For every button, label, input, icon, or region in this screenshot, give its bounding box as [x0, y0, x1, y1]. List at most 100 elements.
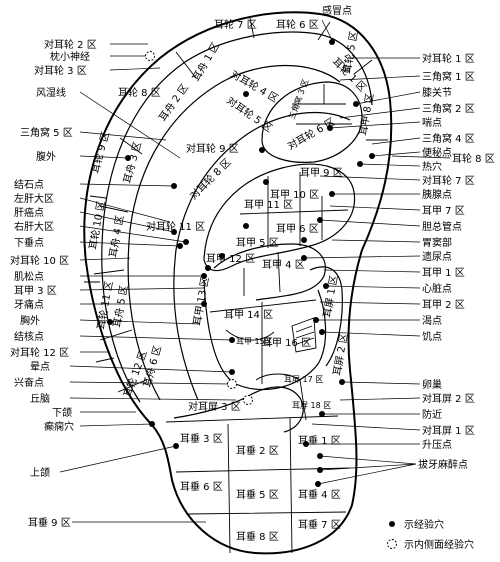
region-lobe6: 耳垂 6 区	[180, 481, 223, 493]
region-concha12: 耳甲 12 区	[206, 253, 255, 265]
label-shanghe: 上颌	[30, 466, 50, 479]
point-concha-d	[219, 253, 225, 259]
region-helix6: 耳轮 6 区	[276, 18, 319, 31]
point-yatong	[201, 301, 207, 307]
point-yiniao	[301, 255, 307, 261]
label-weidoubu: 胃窦部	[422, 236, 452, 249]
point-xiongwai	[107, 319, 113, 325]
point-baya-1	[317, 453, 323, 459]
label-kedian: 渴点	[422, 315, 442, 327]
point-ganmao	[329, 39, 335, 45]
point-concha-c	[243, 223, 249, 229]
label-chuandian: 喘点	[422, 116, 442, 129]
label-sanjiaowo5: 三角窝 5 区	[20, 126, 73, 139]
right-labels: 感冒点 对耳轮 1 区 三角窝 1 区 膝关节 三角窝 2 区 喘点 三角窝 4…	[322, 4, 495, 471]
point-danzongguan	[317, 217, 323, 223]
region-concha8: 耳甲 8 区	[357, 92, 376, 136]
region-concha11: 耳甲 11 区	[244, 199, 293, 211]
label-duierping1: 对耳屏 1 区	[422, 424, 475, 437]
region-scapha2: 耳舟 2 区	[156, 81, 191, 123]
point-fengshi	[243, 91, 249, 97]
point-kedian	[313, 317, 319, 323]
point-jieshi	[171, 183, 177, 189]
region-concha10: 耳甲 10 区	[270, 189, 319, 201]
label-jisongdian: 肌松点	[14, 270, 44, 283]
legend-open-dot	[387, 539, 397, 549]
region-concha4: 耳甲 4 区	[262, 259, 305, 271]
label-fangjin: 防近	[422, 408, 442, 421]
point-yixian	[329, 191, 335, 197]
region-helix7: 耳轮 7 区	[214, 18, 257, 31]
label-erjia1: 耳甲 1 区	[422, 267, 465, 279]
point-rexue	[357, 161, 363, 167]
point-shange	[173, 443, 179, 449]
point-qiunao	[227, 379, 237, 389]
legend-solid-label: 示经验穴	[404, 518, 444, 531]
point-weidou	[301, 237, 307, 243]
point-zhenxiaoshenjing	[145, 51, 155, 61]
region-lobe4: 耳垂 4 区	[298, 489, 341, 501]
label-bianmidian: 便秘点	[422, 146, 452, 159]
label-yixiandian: 胰腺点	[422, 188, 452, 201]
point-fuwai	[125, 155, 131, 161]
label-duierlun12: 对耳轮 12 区	[10, 346, 69, 359]
label-duierlun1: 对耳轮 1 区	[422, 52, 475, 65]
region-scapha1: 耳舟 1 区	[189, 40, 222, 84]
point-chuandian	[327, 125, 333, 131]
label-xiachuidian: 下垂点	[14, 237, 44, 249]
region-concha13: 耳甲 13 区	[191, 276, 211, 326]
left-labels: 对耳轮 2 区 枕小神经 对耳轮 3 区 风湿线 三角窝 5 区 腹外 结石点 …	[10, 38, 97, 529]
point-xiachui	[177, 243, 183, 249]
label-sanjiaowo2: 三角窝 2 区	[422, 102, 475, 115]
region-concha16: 耳甲 16 区	[262, 337, 311, 349]
region-helix9: 耳轮 9 区	[88, 130, 112, 175]
legend-solid-dot	[389, 521, 395, 527]
label-fuwai: 腹外	[36, 150, 56, 163]
region-lobe8: 耳垂 8 区	[236, 531, 279, 543]
point-fangjin	[319, 411, 325, 417]
label-zhenxiaoshenjing: 枕小神经	[50, 50, 90, 63]
label-xingfendian: 兴奋点	[14, 376, 44, 389]
region-tragus1: 耳屏 1 区	[321, 274, 340, 318]
region-tragus2: 耳屏 2 区	[331, 332, 350, 376]
region-lobe3: 耳垂 3 区	[180, 433, 223, 445]
acupoint-markers	[107, 39, 375, 487]
point-heart-right	[205, 265, 211, 271]
region-lobe1: 耳垂 1 区	[298, 435, 341, 447]
label-duierlun10: 对耳轮 10 区	[10, 254, 69, 267]
label-jidian: 饥点	[422, 330, 442, 343]
point-baya-3	[315, 481, 321, 487]
point-yundian	[229, 369, 235, 375]
label-erlun8: 耳轮 8 区	[452, 152, 495, 165]
region-concha14: 耳甲 14 区	[224, 309, 273, 321]
point-shengya	[303, 441, 309, 447]
label-jieshidian: 结石点	[14, 178, 44, 191]
label-bayamazui: 拔牙麻醉点	[418, 458, 468, 471]
region-lobe2: 耳垂 2 区	[236, 445, 279, 457]
region-concha6: 耳甲 6 区	[276, 223, 319, 235]
label-xiguanjie: 膝关节	[422, 86, 452, 99]
region-anti9: 对耳轮 9 区	[186, 142, 239, 155]
point-dianxian	[149, 421, 155, 427]
point-concha-b	[263, 179, 269, 185]
point-youganda	[183, 239, 189, 245]
point-jisong	[201, 273, 207, 279]
region-labels: 耳轮 7 区 耳轮 6 区 耳轮 1 区 耳轮 5 区 耳轮 8 区 耳轮 9 …	[86, 18, 376, 543]
point-xinzang	[323, 283, 329, 289]
point-luanchao	[339, 379, 345, 385]
label-sanjiaowo4: 三角窝 4 区	[422, 132, 475, 145]
point-lobe-medial	[243, 395, 253, 405]
label-erjia3: 耳甲 3 区	[14, 285, 57, 297]
point-bianmi	[369, 153, 375, 159]
label-duierlun2: 对耳轮 2 区	[44, 38, 97, 51]
region-concha5: 耳甲 5 区	[236, 237, 279, 249]
region-helix5: 耳轮 5 区	[340, 30, 360, 74]
label-erjia2: 耳甲 2 区	[422, 299, 465, 311]
label-yiniaodian: 遗尿点	[422, 250, 452, 263]
region-concha9: 耳甲 9 区	[300, 167, 343, 179]
region-lobe5: 耳垂 5 区	[236, 489, 279, 501]
label-duierlun7: 对耳轮 7 区	[422, 174, 475, 187]
region-anti11: 对耳轮 11 区	[146, 220, 205, 233]
label-luanchao: 卵巢	[422, 378, 442, 391]
label-fengshixian: 风湿线	[36, 86, 66, 99]
